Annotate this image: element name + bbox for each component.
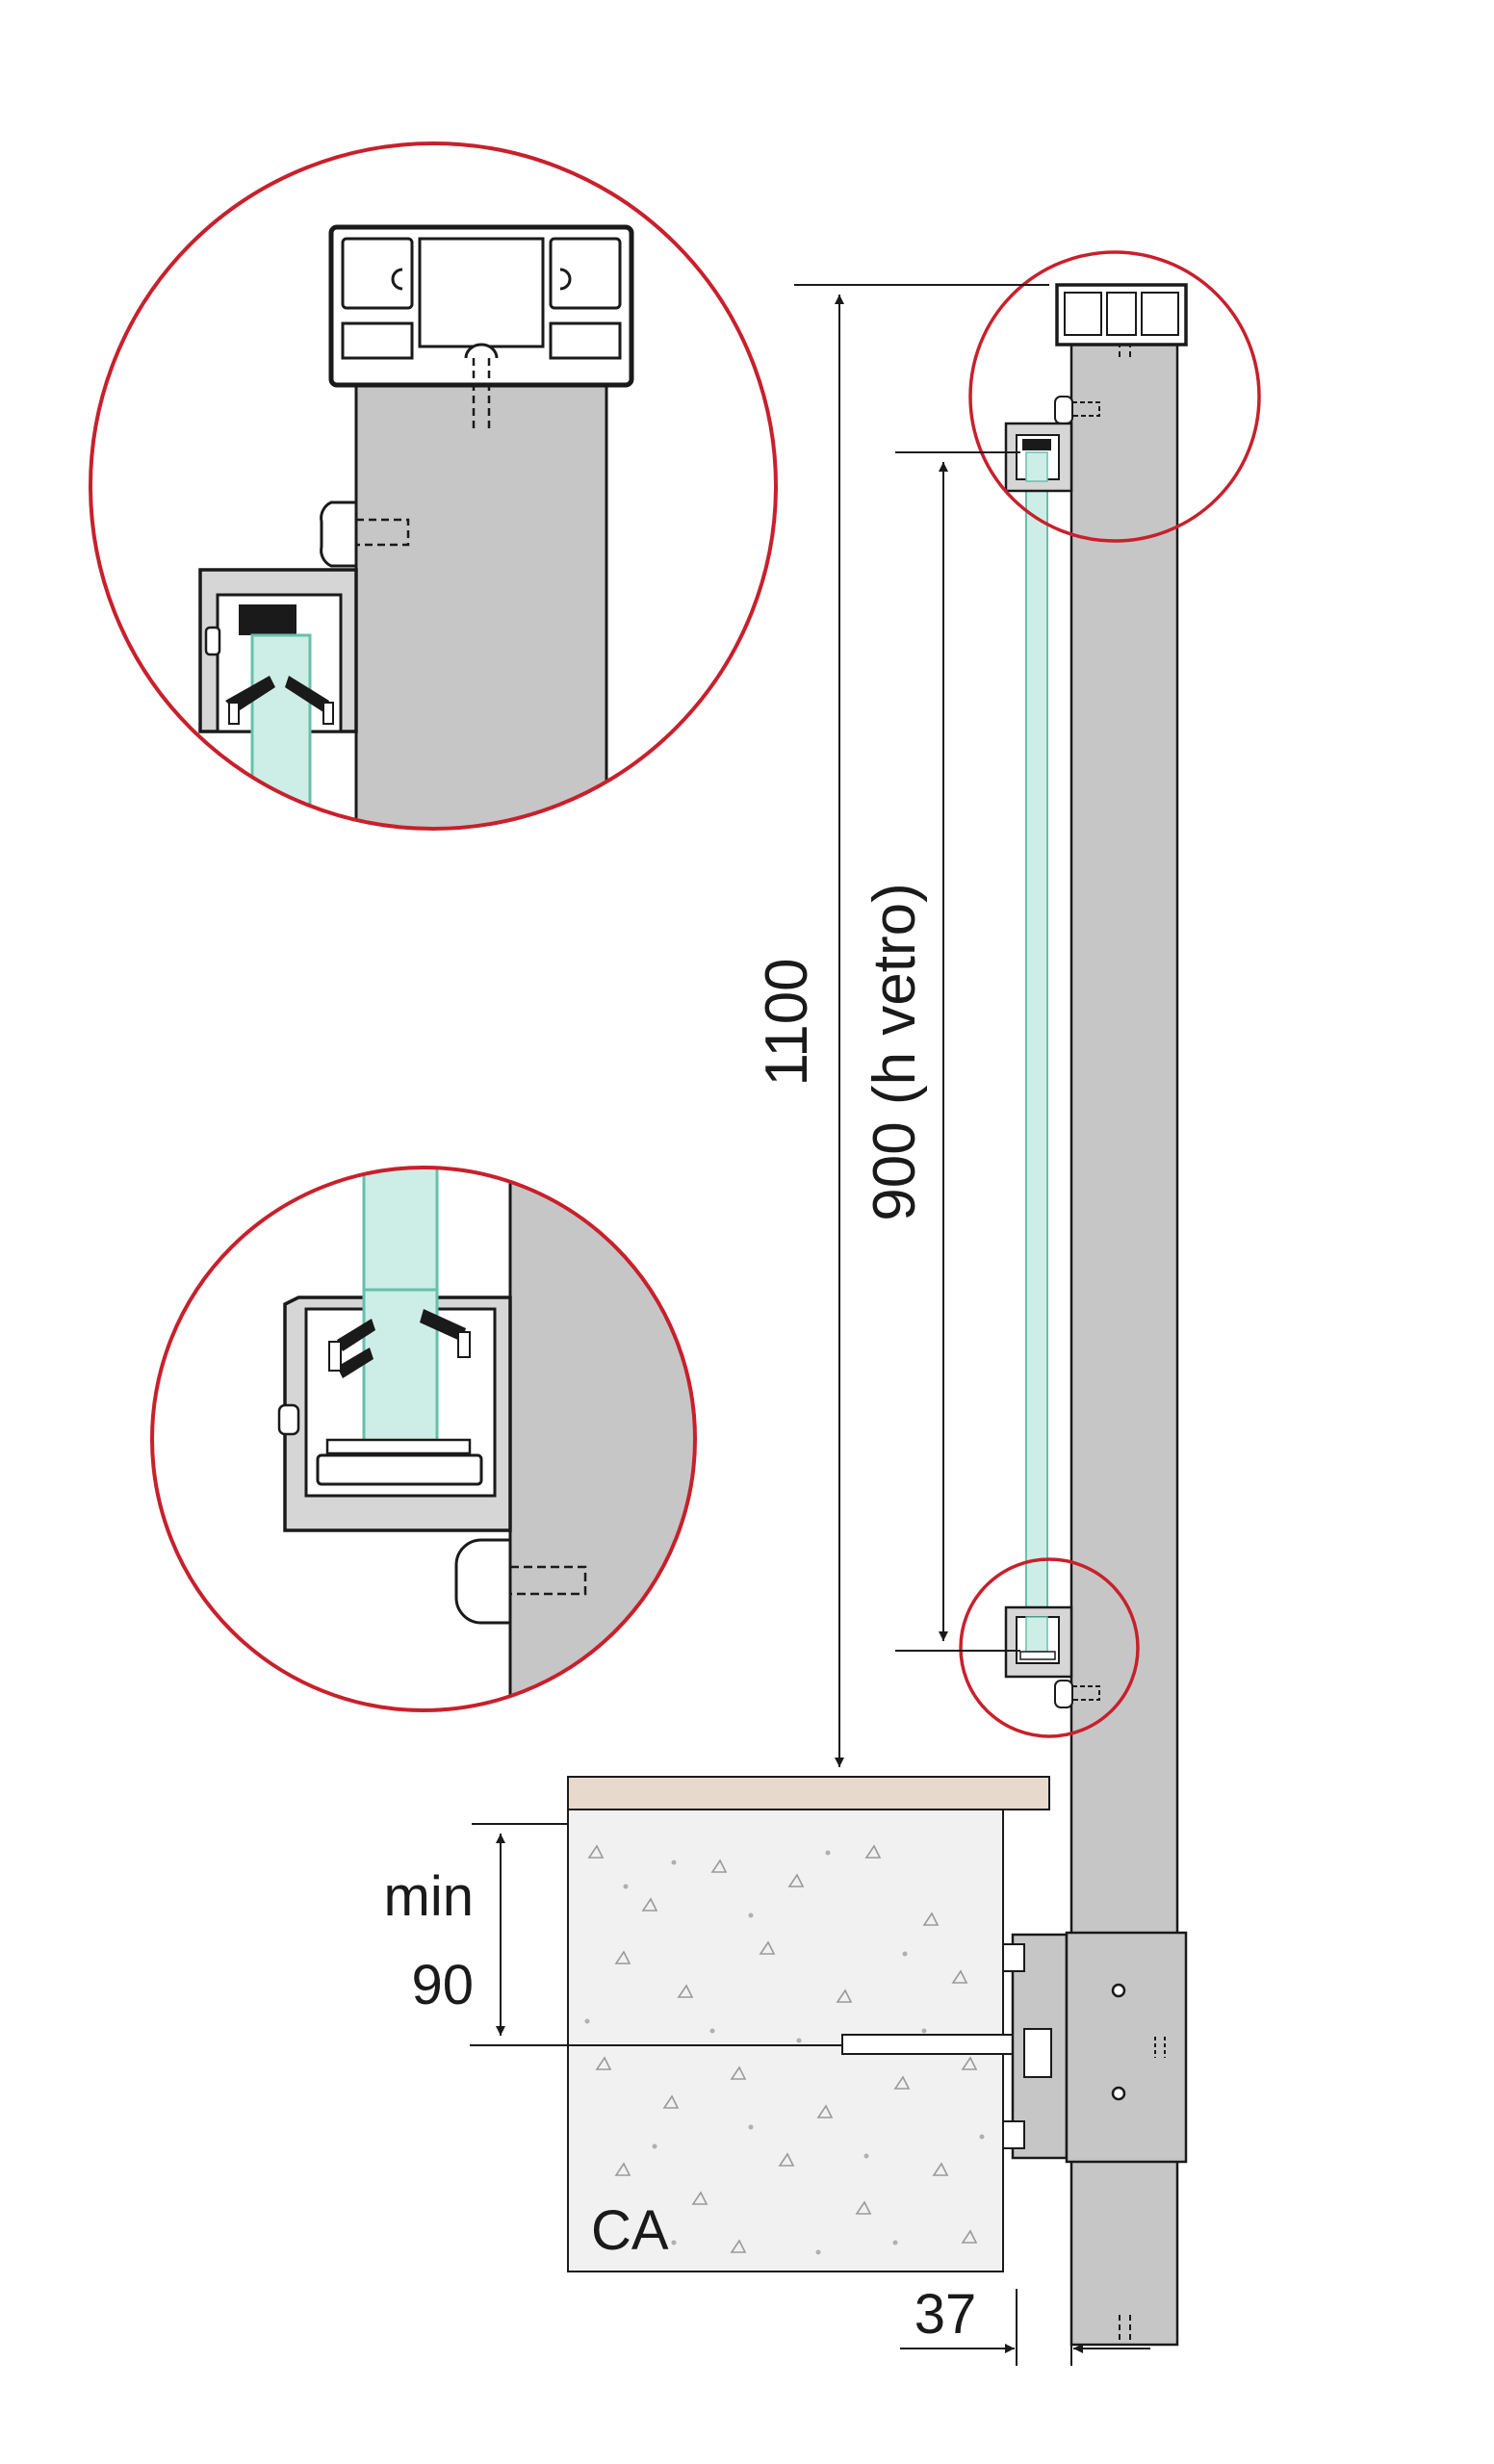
dimension-total-height: 1100: [754, 284, 1049, 1767]
deck-finish: [567, 1776, 1050, 1810]
dim-min-line2: 90: [411, 1954, 474, 2016]
detail-marker-bottom: [959, 1557, 1140, 1738]
dimension-offset: 37: [900, 2283, 1150, 2366]
anchor-rod: [470, 2034, 1040, 2055]
dimension-glass-height: 900 (h vetro): [862, 451, 1020, 1652]
handrail-cap: [1055, 283, 1188, 346]
dim-min-line1: min: [384, 1865, 474, 1928]
base-bracket: [1002, 1931, 1188, 2164]
dimension-min-embed: min 90: [384, 1823, 568, 2036]
main-assembly: [470, 250, 1261, 2347]
detail-marker-top: [968, 250, 1261, 543]
bottom-glass-clamp: [1004, 1605, 1100, 1708]
detail-top-zoom: [89, 141, 778, 831]
top-glass-clamp: [1004, 422, 1073, 493]
dim-total-height-text: 1100: [754, 958, 820, 1086]
detail-top-circle: [89, 141, 778, 831]
material-label: CA: [591, 2199, 669, 2262]
glass-panel: [1025, 451, 1048, 1652]
dim-glass-height-text: 900 (h vetro): [862, 883, 928, 1221]
detail-bottom-circle: [150, 1166, 697, 1712]
dim-offset-text: 37: [914, 2283, 977, 2346]
detail-bottom-zoom: [150, 1166, 697, 1712]
